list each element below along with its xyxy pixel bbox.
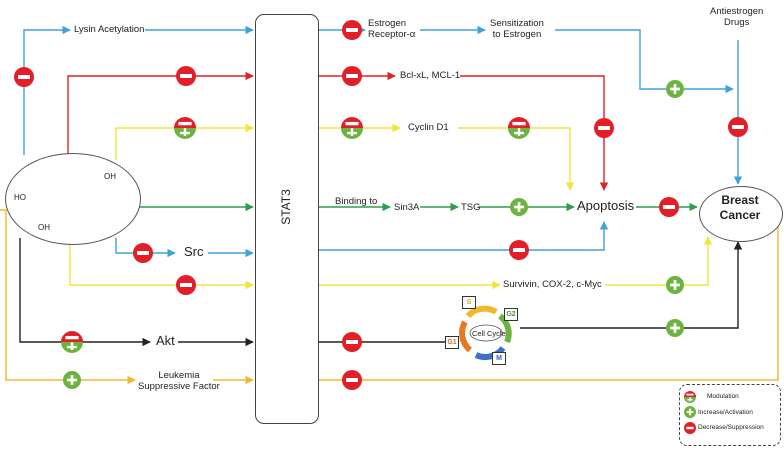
mod-akt [61,331,83,353]
node-src: Src [184,244,204,259]
minus-apop-bc [659,197,679,217]
minus-src [133,243,153,263]
cell-cycle-label: Cell Cycle [472,329,506,338]
mod-cyclin-apop [508,117,530,139]
node-sin3a: Sin3A [394,202,420,213]
legend-mod-icon [684,391,696,403]
cell-cycle-ring [459,305,512,360]
edge-mol-yellow-top [115,123,254,160]
phase-g2: G2 [504,308,518,321]
edge-cc-bc [520,241,743,329]
node-binding-to: Binding to [335,196,378,207]
node-apoptosis: Apoptosis [577,198,635,213]
edge-mol-src [115,238,176,258]
legend-minus-icon [684,422,696,434]
minus-stat3-orange [342,370,362,390]
minus-er [342,20,362,40]
plus-lsf [63,371,81,389]
node-tsg: TSG [461,202,481,213]
minus-bcl [342,66,362,86]
edge-mol-akt [19,238,151,347]
node-cyclin-d1: Cyclin D1 [408,122,449,133]
edge-stat3-apop-blue [317,221,609,251]
node-survivin: Survivin, COX-2, c-Myc [503,279,602,290]
node-lysin-acetylation: Lysin Acetylation [74,24,145,35]
minus-mol-yellow-bot [176,275,196,295]
node-er-alpha: Estrogen Receptor-α [368,18,416,40]
breast-cancer-label: Breast Cancer [719,193,761,222]
minus-stat3-apop [509,240,529,260]
edge-bcl-apop [460,75,609,191]
mod-mol-yellow [174,117,196,139]
mol-oh-right: OH [104,172,116,181]
cell-cycle-core [469,324,503,342]
node-bcl: Bcl-xL, MCL-1 [400,70,461,81]
breast-cancer-node [699,186,783,242]
mol-oh-left: HO [14,193,26,202]
mod-cyclin [341,117,363,139]
legend-decrease: Decrease/Suppression [698,424,764,431]
minus-mol-red [176,66,196,86]
legend [679,384,781,446]
stat3-node [255,14,319,424]
plus-sens-bc [666,80,684,98]
edge-cyclin-apop [458,127,575,191]
legend-increase: Increase/Activation [698,409,753,416]
node-sensitization: Sensitization to Estrogen [490,18,544,40]
node-akt: Akt [156,333,175,348]
edge-sens-bc [555,29,734,94]
phase-m: M [492,352,506,365]
minus-lysin [14,67,34,87]
node-lsf: Leukemia Suppressive Factor [138,370,220,392]
mol-oh-bottom: OH [38,223,50,232]
plus-survivin-bc [666,276,684,294]
phase-s: S [462,296,476,309]
plus-cc-bc [666,319,684,337]
phase-g1: G1 [445,336,459,349]
edge-survivin-bc [605,236,713,286]
legend-plus-icon [684,406,696,418]
minus-bcl-apop [594,118,614,138]
node-antiestrogen: Antiestrogen Drugs [710,6,764,28]
resveratrol-molecule [5,153,141,245]
minus-stat3-cc [342,332,362,352]
plus-tsg-apop [510,198,528,216]
legend-modulation: Modulation [707,393,739,400]
edge-lysin [23,25,71,155]
minus-anti-bc [728,117,748,137]
